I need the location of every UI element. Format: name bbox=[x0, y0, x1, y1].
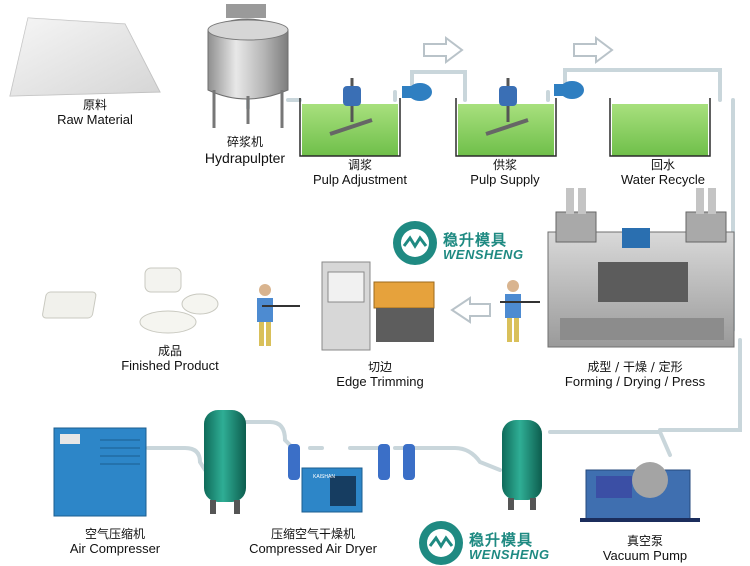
filter-icon bbox=[403, 444, 415, 480]
label-forming: 成型 / 干燥 / 定形 Forming / Drying / Press bbox=[535, 361, 735, 390]
edge-trimming-zh: 切边 bbox=[325, 361, 435, 375]
label-pulp-supply: 供浆 Pulp Supply bbox=[455, 159, 555, 188]
pulp-adjustment-en: Pulp Adjustment bbox=[300, 173, 420, 188]
label-finished-product: 成品 Finished Product bbox=[110, 345, 230, 374]
worker-icon bbox=[500, 280, 540, 342]
label-raw-material: 原料 Raw Material bbox=[40, 99, 150, 128]
filter-icon bbox=[288, 444, 300, 480]
filter-icon bbox=[378, 444, 390, 480]
label-edge-trimming: 切边 Edge Trimming bbox=[325, 361, 435, 390]
forming-zh: 成型 / 干燥 / 定形 bbox=[535, 361, 735, 375]
hydrapulper-illustration bbox=[208, 4, 288, 128]
forming-en: Forming / Drying / Press bbox=[535, 375, 735, 390]
vacuum-pump-zh: 真空泵 bbox=[595, 535, 695, 549]
vacuum-pump-en: Vacuum Pump bbox=[595, 549, 695, 564]
water-recycle-en: Water Recycle bbox=[608, 173, 718, 188]
svg-text:KAISHAN: KAISHAN bbox=[313, 474, 335, 480]
label-water-recycle: 回水 Water Recycle bbox=[608, 159, 718, 188]
air-dryer-zh: 压缩空气干燥机 bbox=[238, 528, 388, 542]
finished-product-en: Finished Product bbox=[110, 359, 230, 374]
brand-logo bbox=[419, 521, 463, 565]
flow-arrow-icon bbox=[424, 38, 462, 62]
pump-icon bbox=[402, 83, 432, 101]
air-tank-illustration bbox=[502, 420, 542, 510]
raw-material-illustration bbox=[10, 18, 160, 96]
label-hydrapulpter: 碎浆机 Hydrapulpter bbox=[195, 136, 295, 166]
air-dryer-en: Compressed Air Dryer bbox=[238, 542, 388, 557]
pulp-supply-tank bbox=[456, 78, 556, 156]
brand-logo bbox=[393, 221, 437, 265]
forming-machine-illustration bbox=[548, 188, 734, 347]
water-recycle-tank bbox=[610, 98, 710, 156]
air-compressor-en: Air Compresser bbox=[55, 542, 175, 557]
edge-trimming-en: Edge Trimming bbox=[325, 375, 435, 390]
logo-text-en: WENSHENG bbox=[469, 547, 550, 562]
hydrapulpter-zh: 碎浆机 bbox=[195, 136, 295, 150]
pulp-adjustment-tank bbox=[300, 78, 400, 156]
water-recycle-zh: 回水 bbox=[608, 159, 718, 173]
logo-text-en: WENSHENG bbox=[443, 247, 524, 262]
raw-material-zh: 原料 bbox=[40, 99, 150, 113]
flow-arrow-icon bbox=[452, 298, 490, 322]
flow-arrow-icon bbox=[574, 38, 612, 62]
finished-product-illustration bbox=[42, 268, 218, 333]
air-compressor-illustration bbox=[54, 428, 146, 516]
air-dryer-illustration: KAISHAN bbox=[302, 468, 362, 512]
air-compressor-zh: 空气压缩机 bbox=[55, 528, 175, 542]
vacuum-pump-illustration bbox=[580, 462, 700, 520]
raw-material-en: Raw Material bbox=[40, 113, 150, 128]
label-air-compressor: 空气压缩机 Air Compresser bbox=[55, 528, 175, 557]
edge-trimming-machine-illustration bbox=[322, 262, 434, 350]
label-air-dryer: 压缩空气干燥机 Compressed Air Dryer bbox=[238, 528, 388, 557]
air-tank-illustration bbox=[204, 410, 246, 514]
label-pulp-adjustment: 调浆 Pulp Adjustment bbox=[300, 159, 420, 188]
pulp-supply-en: Pulp Supply bbox=[455, 173, 555, 188]
worker-icon bbox=[257, 284, 300, 346]
pulp-supply-zh: 供浆 bbox=[455, 159, 555, 173]
label-vacuum-pump: 真空泵 Vacuum Pump bbox=[595, 535, 695, 564]
pump-icon bbox=[554, 81, 584, 99]
finished-product-zh: 成品 bbox=[110, 345, 230, 359]
pulp-adjustment-zh: 调浆 bbox=[300, 159, 420, 173]
hydrapulpter-en: Hydrapulpter bbox=[195, 150, 295, 166]
